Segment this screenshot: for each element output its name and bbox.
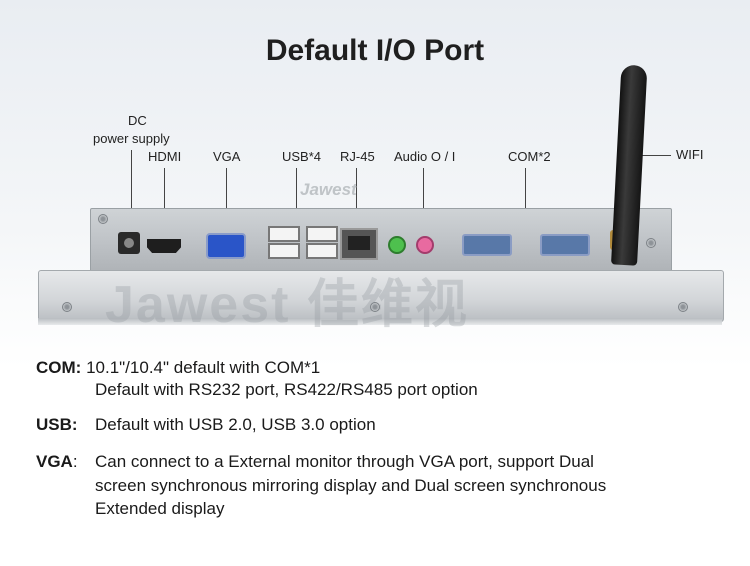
label-vga: VGA [213,149,241,164]
leader-wifi [637,155,671,156]
spec-usb-row: USB: [36,415,78,435]
com-port-icon [540,234,590,256]
usb-port-icon [306,226,338,242]
device-front-bezel [38,270,724,322]
rj45-port-icon [340,228,378,260]
label-com: COM*2 [508,149,551,164]
screw-icon [98,214,108,224]
hdmi-port-icon [147,239,181,253]
spec-usb-key: USB: [36,415,78,434]
leader-hdmi [164,168,165,238]
audio-out-port-icon [388,236,406,254]
leader-com [525,168,526,230]
spec-com-key: COM: [36,358,82,377]
spec-vga-text1: Can connect to a External monitor throug… [95,452,594,471]
device-lip [38,318,722,325]
screw-icon [370,302,380,312]
screw-icon [646,238,656,248]
spec-usb-text: Default with USB 2.0, USB 3.0 option [95,415,376,434]
label-rj45: RJ-45 [340,149,375,164]
usb-port-icon [306,243,338,259]
label-wifi: WIFI [676,147,704,162]
label-audio: Audio O / I [394,149,456,164]
leader-vga [226,168,227,232]
label-usb: USB*4 [282,149,322,164]
spec-vga-colon: : [72,452,78,471]
label-dc-line2: power supply [93,131,170,146]
com-port-icon [462,234,512,256]
leader-audio [423,168,424,234]
leader-rj45 [356,168,357,226]
leader-dc [131,150,132,230]
spec-com-text2: Default with RS232 port, RS422/RS485 por… [95,380,478,399]
label-dc-line1: DC [128,113,147,128]
screw-icon [62,302,72,312]
usb-port-icon [268,243,300,259]
screw-icon [678,302,688,312]
page-title: Default I/O Port [265,34,485,67]
vga-port-icon [206,233,246,259]
spec-vga-key: VGA [36,452,73,471]
spec-vga-text2: screen synchronous mirroring display and… [95,476,607,495]
dc-power-port-icon [118,232,140,254]
spec-vga-text3: Extended display [95,499,225,518]
label-hdmi: HDMI [148,149,182,164]
spec-com-row1: COM: 10.1"/10.4" default with COM*1 [36,358,320,378]
watermark-small: Jawest [300,180,357,199]
usb-port-icon [268,226,300,242]
audio-in-port-icon [416,236,434,254]
watermark-big: Jawest 佳维视 [105,276,469,334]
spec-vga-row: VGA: [36,452,78,472]
spec-com-text1: 10.1"/10.4" default with COM*1 [86,358,321,377]
leader-usb [296,168,297,222]
